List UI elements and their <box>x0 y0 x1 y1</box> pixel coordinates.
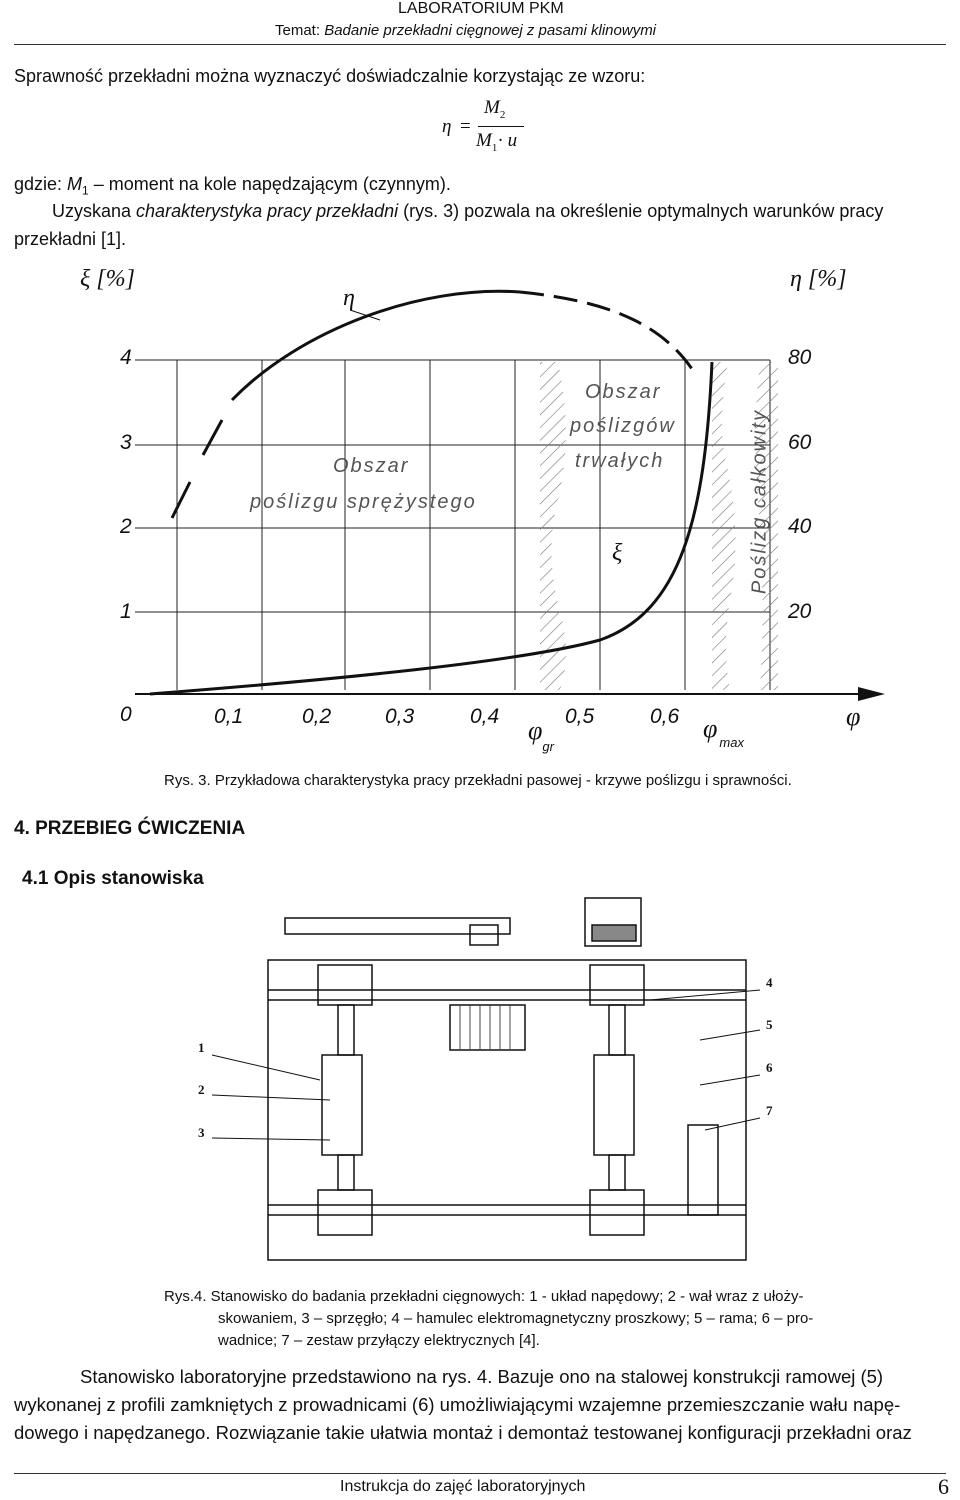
figure-3-chart <box>135 289 885 701</box>
x-axis-symbol: φ <box>846 702 861 731</box>
leader-7 <box>704 1117 761 1131</box>
left-shaft-upper <box>337 1004 355 1056</box>
left-shaft-lower <box>337 1154 355 1191</box>
region-total-slip-label: Poślizg całkowity <box>748 408 771 595</box>
fig4-label-5: 5 <box>766 1017 773 1032</box>
frame-outline <box>267 959 747 1261</box>
eta-curve-solid <box>230 289 521 402</box>
figure-4-caption-l2: skowaniem, 3 – sprzęgło; 4 – hamulec ele… <box>218 1310 814 1327</box>
section-4-1-heading: 4.1 Opis stanowiska <box>22 868 204 889</box>
hatch-band-max-1 <box>712 362 736 690</box>
region-slip-label-2: poślizgów <box>570 415 676 437</box>
characteristic-paragraph-l1: Uzyskana charakterystyka pracy przekładn… <box>52 201 884 221</box>
motor-body <box>449 1004 526 1051</box>
left-tick: 2 <box>120 515 132 538</box>
xi-curve <box>149 361 714 696</box>
left-axis-label: ξ [%] <box>80 266 135 292</box>
leader-6 <box>699 1074 761 1086</box>
formula-fraction-bar <box>478 126 524 127</box>
formula-eta: η <box>442 116 452 137</box>
right-bearing-top <box>589 964 645 1006</box>
characteristic-paragraph-l2: przekładni [1]. <box>14 229 127 249</box>
figure-4-caption-l1: Rys.4. Stanowisko do badania przekładni … <box>164 1288 804 1305</box>
eta-curve-dash-2 <box>201 419 224 456</box>
formula-numerator: M2 <box>484 97 506 121</box>
figure-4-drawing <box>211 897 761 1261</box>
eta-curve-label: η <box>343 285 355 311</box>
header-subtitle-topic: Badanie przekładni cięgnowej z pasami kl… <box>324 22 657 39</box>
body-line-3: dowego i napędzanego. Rozwiązanie takie … <box>14 1422 912 1443</box>
header-rule <box>14 44 946 45</box>
x-tick: 0,3 <box>385 705 415 728</box>
left-bearing-bottom <box>317 1189 373 1236</box>
footer-text: Instrukcja do zajęć laboratoryjnych <box>340 1478 586 1495</box>
fig4-label-1: 1 <box>198 1040 205 1055</box>
x-tick: 0,6 <box>650 705 680 728</box>
right-tick: 60 <box>788 431 812 454</box>
header-title: LABORATORIUM PKM <box>398 0 564 17</box>
hatch-band-max-2 <box>755 362 778 690</box>
xi-curve-label: ξ <box>612 540 623 566</box>
page-number: 6 <box>938 1474 949 1499</box>
right-axis-label: η [%] <box>790 266 847 292</box>
leader-4 <box>649 989 761 1001</box>
x-tick: 0,5 <box>565 705 595 728</box>
leader-3 <box>211 1137 331 1141</box>
leader-1 <box>211 1054 321 1081</box>
efficiency-formula: η = M2 M1·u <box>440 97 550 156</box>
section-4-heading: 4. PRZEBIEG ĆWICZENIA <box>14 818 246 839</box>
fig4-label-2: 2 <box>198 1082 205 1097</box>
pulley-block-left <box>469 924 499 946</box>
right-tick: 20 <box>788 600 812 623</box>
leader-5 <box>699 1029 761 1041</box>
figure-3-caption: Rys. 3. Przykładowa charakterystyka prac… <box>164 772 792 789</box>
region-slip-label-1: Obszar <box>585 381 662 403</box>
region-slip-label-3: trwałych <box>575 450 665 472</box>
right-shaft-upper <box>608 1004 626 1056</box>
chart-grid <box>135 359 771 690</box>
left-tick: 4 <box>120 346 132 369</box>
x-tick: 0,2 <box>302 705 332 728</box>
x-tick: 0 <box>120 703 132 726</box>
right-coupling-body <box>593 1054 635 1156</box>
phi-gr-label: φgr <box>528 716 554 754</box>
left-tick: 1 <box>120 600 132 623</box>
formula-equals: = <box>460 116 471 137</box>
x-tick: 0,1 <box>214 705 244 728</box>
body-line-2: wykonanej z profili zamkniętych z prowad… <box>14 1394 901 1415</box>
eta-curve-dashed-tail <box>519 290 696 373</box>
fig4-label-4: 4 <box>766 975 773 990</box>
left-tick: 3 <box>120 431 132 454</box>
formula-denominator: M1·u <box>476 130 518 154</box>
brake-fins <box>591 924 637 942</box>
eta-label-pointer <box>349 309 381 321</box>
fig4-label-7: 7 <box>766 1103 773 1118</box>
figure-4-caption-l3: wadnice; 7 – zestaw przyłączy elektryczn… <box>218 1332 540 1349</box>
region-elastic-label-1: Obszar <box>333 455 410 477</box>
hatch-band-gr <box>540 362 566 690</box>
fig4-label-3: 3 <box>198 1125 205 1140</box>
brake-housing <box>584 897 642 947</box>
x-tick: 0,4 <box>470 705 500 728</box>
right-shaft-lower <box>608 1154 626 1191</box>
right-tick: 80 <box>788 346 812 369</box>
body-line-1: Stanowisko laboratoryjne przedstawiono n… <box>80 1366 884 1387</box>
where-text: gdzie: M1 – moment na kole napędzającym … <box>14 174 451 198</box>
electrical-panel <box>687 1124 719 1216</box>
eta-curve-dash-1 <box>170 481 192 519</box>
leader-2 <box>211 1094 331 1101</box>
right-bearing-bottom <box>589 1189 645 1236</box>
fig4-label-6: 6 <box>766 1060 773 1075</box>
intro-text: Sprawność przekładni można wyznaczyć doś… <box>14 66 646 86</box>
right-tick: 40 <box>788 515 812 538</box>
header-subtitle-prefix: Temat: <box>275 22 325 39</box>
region-elastic-label-2: poślizgu sprężystego <box>250 491 477 513</box>
left-bearing-top <box>317 964 373 1006</box>
footer-rule <box>14 1473 946 1474</box>
top-bar-left <box>284 917 511 935</box>
header-subtitle: Temat: Badanie przekładni cięgnowej z pa… <box>275 22 695 39</box>
x-axis-arrowhead <box>858 687 885 701</box>
